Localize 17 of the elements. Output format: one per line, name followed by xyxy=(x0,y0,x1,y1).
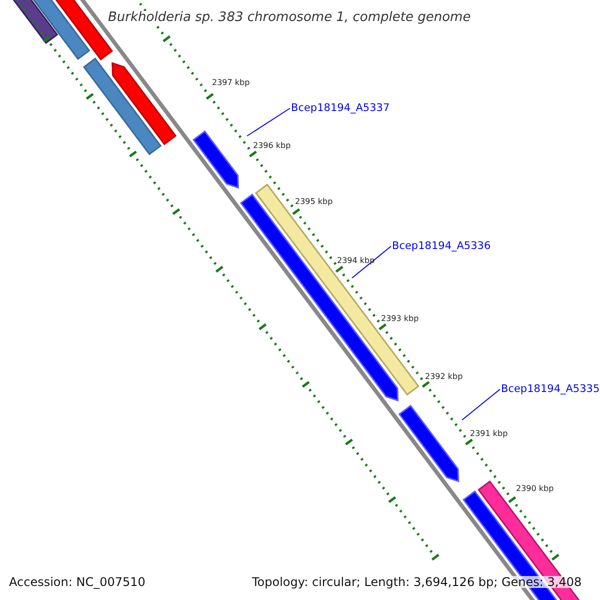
scale-label: 2394 kbp xyxy=(337,257,375,265)
leader-line xyxy=(352,246,392,278)
scale-label: 2396 kbp xyxy=(253,142,291,150)
leader-line xyxy=(462,388,500,420)
scale-label: 2390 kbp xyxy=(516,485,554,493)
gene-label: Bcep18194_A5337 xyxy=(291,103,390,114)
map-title: Burkholderia sp. 383 chromosome 1, complete genome xyxy=(108,11,471,24)
scale-label: 2395 kbp xyxy=(295,198,333,206)
accession-text: Accession: NC_007510 xyxy=(9,576,146,588)
scale-label: 2391 kbp xyxy=(470,430,508,438)
leader-line xyxy=(246,108,290,136)
genome-stats-text: Topology: circular; Length: 3,694,126 bp; Genes: 3,408 xyxy=(252,576,582,588)
scale-label: 2397 kbp xyxy=(212,79,250,87)
scale-label: 2392 kbp xyxy=(425,373,463,381)
gene-label: Bcep18194_A5336 xyxy=(392,241,491,252)
gene-label: Bcep18194_A5335 xyxy=(501,384,600,394)
scale-label: 2393 kbp xyxy=(381,315,419,323)
